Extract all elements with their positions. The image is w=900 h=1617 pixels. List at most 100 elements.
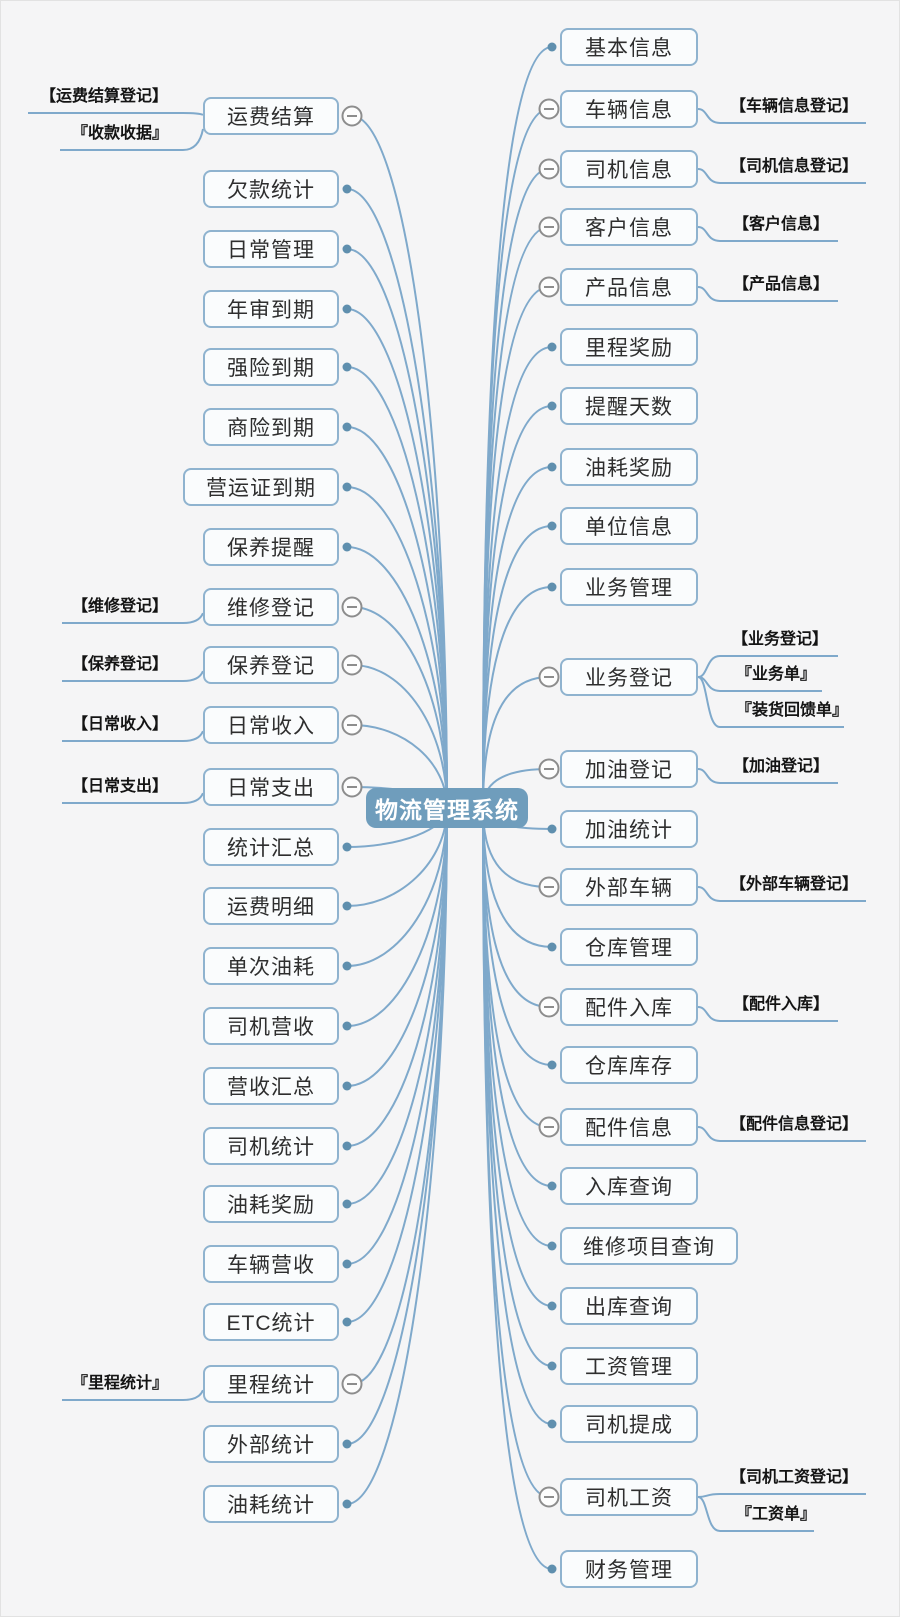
callout-line	[697, 1006, 838, 1022]
branch-dot	[547, 521, 557, 531]
collapse-icon[interactable]	[341, 596, 363, 618]
mindmap-node[interactable]: 里程奖励	[560, 328, 698, 366]
callout-line	[62, 670, 204, 682]
branch-dot	[342, 422, 352, 432]
mindmap-node[interactable]: 单位信息	[560, 507, 698, 545]
mindmap-node[interactable]: 维修项目查询	[560, 1227, 738, 1265]
collapse-icon[interactable]	[341, 776, 363, 798]
branch-dot	[342, 1259, 352, 1269]
mindmap-node[interactable]: 商险到期	[203, 408, 339, 446]
child-callout-label[interactable]: 『装货回馈单』	[736, 702, 849, 719]
mindmap-node[interactable]: 里程统计	[203, 1365, 339, 1403]
mindmap-node[interactable]: 业务登记	[560, 658, 698, 696]
child-callout-label[interactable]: 『收款收据』	[72, 125, 169, 142]
collapse-icon[interactable]	[341, 1373, 363, 1395]
mindmap-node[interactable]: 司机营收	[203, 1007, 339, 1045]
branch-dot	[547, 824, 557, 834]
mindmap-node[interactable]: 司机提成	[560, 1405, 698, 1443]
mindmap-node[interactable]: 保养提醒	[203, 528, 339, 566]
mindmap-node[interactable]: 油耗奖励	[560, 448, 698, 486]
collapse-icon[interactable]	[341, 714, 363, 736]
mindmap-node[interactable]: 配件信息	[560, 1108, 698, 1146]
collapse-icon[interactable]	[538, 666, 560, 688]
child-callout-label[interactable]: 【维修登记】	[72, 598, 169, 615]
child-callout-label[interactable]: 『工资单』	[736, 1506, 817, 1523]
child-callout-label[interactable]: 【保养登记】	[72, 656, 169, 673]
mindmap-node[interactable]: 提醒天数	[560, 387, 698, 425]
branch-dot	[547, 1301, 557, 1311]
child-callout-label[interactable]: 【客户信息】	[733, 216, 830, 233]
mindmap-node[interactable]: 司机统计	[203, 1127, 339, 1165]
mindmap-node[interactable]: 车辆营收	[203, 1245, 339, 1283]
mindmap-node[interactable]: ETC统计	[203, 1303, 339, 1341]
root-node[interactable]: 物流管理系统	[366, 788, 528, 828]
mindmap-node[interactable]: 配件入库	[560, 988, 698, 1026]
mindmap-node[interactable]: 加油统计	[560, 810, 698, 848]
collapse-icon[interactable]	[538, 758, 560, 780]
mindmap-node[interactable]: 产品信息	[560, 268, 698, 306]
branch-dot	[547, 342, 557, 352]
mindmap-node[interactable]: 油耗统计	[203, 1485, 339, 1523]
mindmap-node[interactable]: 日常管理	[203, 230, 339, 268]
callout-line	[62, 730, 204, 742]
branch-dot	[547, 462, 557, 472]
mindmap-node[interactable]: 外部车辆	[560, 868, 698, 906]
collapse-icon[interactable]	[538, 1486, 560, 1508]
child-callout-label[interactable]: 【日常支出】	[72, 778, 169, 795]
mindmap-node[interactable]: 日常收入	[203, 706, 339, 744]
collapse-icon[interactable]	[341, 105, 363, 127]
branch-dot	[342, 244, 352, 254]
child-callout-label[interactable]: 【配件信息登记】	[730, 1116, 859, 1133]
mindmap-node[interactable]: 司机工资	[560, 1478, 698, 1516]
branch-dot	[547, 1361, 557, 1371]
collapse-icon[interactable]	[538, 996, 560, 1018]
collapse-icon[interactable]	[538, 876, 560, 898]
collapse-icon[interactable]	[538, 1116, 560, 1138]
branch-dot	[342, 1021, 352, 1031]
child-callout-label[interactable]: 【外部车辆登记】	[730, 876, 859, 893]
child-callout-label[interactable]: 『里程统计』	[72, 1375, 169, 1392]
mindmap-node[interactable]: 油耗奖励	[203, 1185, 339, 1223]
child-callout-label[interactable]: 【运费结算登记】	[40, 88, 169, 105]
mindmap-node[interactable]: 司机信息	[560, 150, 698, 188]
mindmap-node[interactable]: 加油登记	[560, 750, 698, 788]
child-callout-label[interactable]: 【车辆信息登记】	[730, 98, 859, 115]
child-callout-label[interactable]: 【日常收入】	[72, 716, 169, 733]
mindmap-node[interactable]: 运费明细	[203, 887, 339, 925]
child-callout-label[interactable]: 【产品信息】	[733, 276, 830, 293]
mindmap-node[interactable]: 入库查询	[560, 1167, 698, 1205]
collapse-icon[interactable]	[538, 158, 560, 180]
mindmap-node[interactable]: 客户信息	[560, 208, 698, 246]
mindmap-node[interactable]: 业务管理	[560, 568, 698, 606]
mindmap-node[interactable]: 基本信息	[560, 28, 698, 66]
mindmap-node[interactable]: 维修登记	[203, 588, 339, 626]
collapse-icon[interactable]	[538, 98, 560, 120]
child-callout-label[interactable]: 【配件入库】	[733, 996, 830, 1013]
mindmap-node[interactable]: 强险到期	[203, 348, 339, 386]
mindmap-node[interactable]: 仓库库存	[560, 1046, 698, 1084]
mindmap-node[interactable]: 仓库管理	[560, 928, 698, 966]
branch-dot	[547, 1181, 557, 1191]
mindmap-node[interactable]: 统计汇总	[203, 828, 339, 866]
mindmap-node[interactable]: 营运证到期	[183, 468, 339, 506]
child-callout-label[interactable]: 【司机信息登记】	[730, 158, 859, 175]
child-callout-label[interactable]: 『业务单』	[736, 666, 817, 683]
mindmap-node[interactable]: 日常支出	[203, 768, 339, 806]
mindmap-node[interactable]: 出库查询	[560, 1287, 698, 1325]
child-callout-label[interactable]: 【业务登记】	[732, 631, 829, 648]
collapse-icon[interactable]	[538, 276, 560, 298]
child-callout-label[interactable]: 【加油登记】	[733, 758, 830, 775]
collapse-icon[interactable]	[341, 654, 363, 676]
mindmap-node[interactable]: 单次油耗	[203, 947, 339, 985]
mindmap-node[interactable]: 营收汇总	[203, 1067, 339, 1105]
collapse-icon[interactable]	[538, 216, 560, 238]
child-callout-label[interactable]: 【司机工资登记】	[730, 1469, 859, 1486]
mindmap-node[interactable]: 运费结算	[203, 97, 339, 135]
mindmap-node[interactable]: 保养登记	[203, 646, 339, 684]
mindmap-node[interactable]: 欠款统计	[203, 170, 339, 208]
mindmap-node[interactable]: 工资管理	[560, 1347, 698, 1385]
mindmap-node[interactable]: 外部统计	[203, 1425, 339, 1463]
mindmap-node[interactable]: 年审到期	[203, 290, 339, 328]
mindmap-node[interactable]: 车辆信息	[560, 90, 698, 128]
mindmap-node[interactable]: 财务管理	[560, 1550, 698, 1588]
